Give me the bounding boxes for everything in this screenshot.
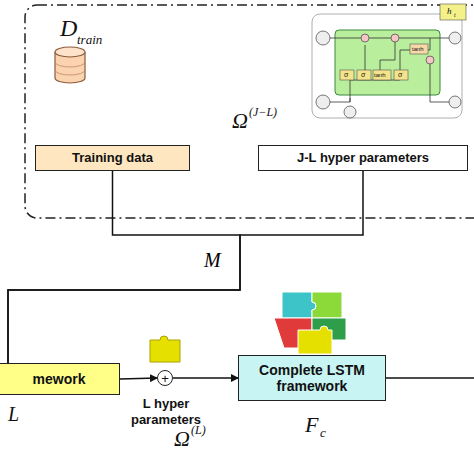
connector [120, 378, 157, 379]
database-icon [55, 47, 85, 83]
framework-box: Complete LSTM framework [238, 355, 386, 401]
param-symbol: Ω [232, 110, 248, 132]
connector [8, 171, 363, 363]
dashed-region [25, 5, 474, 218]
puzzle-icon [274, 292, 346, 354]
gate-label: σ [344, 71, 348, 78]
connector [8, 171, 240, 363]
param-superscript: (L) [191, 424, 206, 436]
framework-box: mework [0, 363, 120, 395]
gate-label: tanh [374, 72, 386, 78]
sum-circle: + [157, 370, 173, 386]
param-symbol: Ω [174, 428, 190, 450]
box-label: mework [33, 371, 86, 387]
edge-label: M [202, 250, 223, 270]
dataset-subscript: train [77, 33, 102, 46]
output-label: h [447, 7, 452, 16]
output-label: t [454, 12, 456, 18]
box-label: + [161, 372, 169, 385]
framework-subscript: c [320, 426, 326, 439]
connector [173, 377, 238, 379]
box-label: Complete LSTM framework [245, 362, 379, 394]
box-label: J-L hyper parameters [297, 151, 429, 166]
param-superscript: (J−L) [249, 106, 277, 118]
framework-symbol: F [305, 414, 318, 436]
dataset-symbol: D [60, 16, 77, 40]
param-caption: L hyper parameters [118, 396, 214, 427]
param-box: J-L hyper parameters [258, 145, 468, 171]
puzzle-piece [150, 336, 180, 362]
gate-label: tanh [412, 46, 424, 52]
gate-label: σ [361, 71, 365, 78]
box-label: Training data [72, 151, 153, 166]
lstm-cell-icon [312, 4, 466, 118]
framework-subscript: L [8, 404, 19, 424]
gate-label: σ [398, 71, 402, 78]
output-line [386, 377, 474, 379]
data-box: Training data [35, 145, 190, 171]
